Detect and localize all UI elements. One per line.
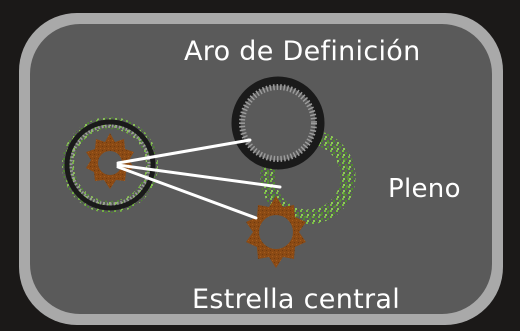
label-definition-ring: Aro de Definición	[184, 36, 421, 67]
label-full: Pleno	[388, 174, 461, 204]
connector-lines	[116, 138, 282, 220]
panel-background	[30, 24, 492, 314]
composite-figure	[62, 117, 158, 213]
connector-to-definition-ring	[116, 138, 252, 165]
central-star	[246, 196, 306, 268]
definition-ring	[231, 76, 325, 170]
connector-to-central-star	[116, 165, 258, 220]
label-central-star: Estrella central	[192, 284, 401, 315]
connector-to-full	[116, 163, 282, 189]
